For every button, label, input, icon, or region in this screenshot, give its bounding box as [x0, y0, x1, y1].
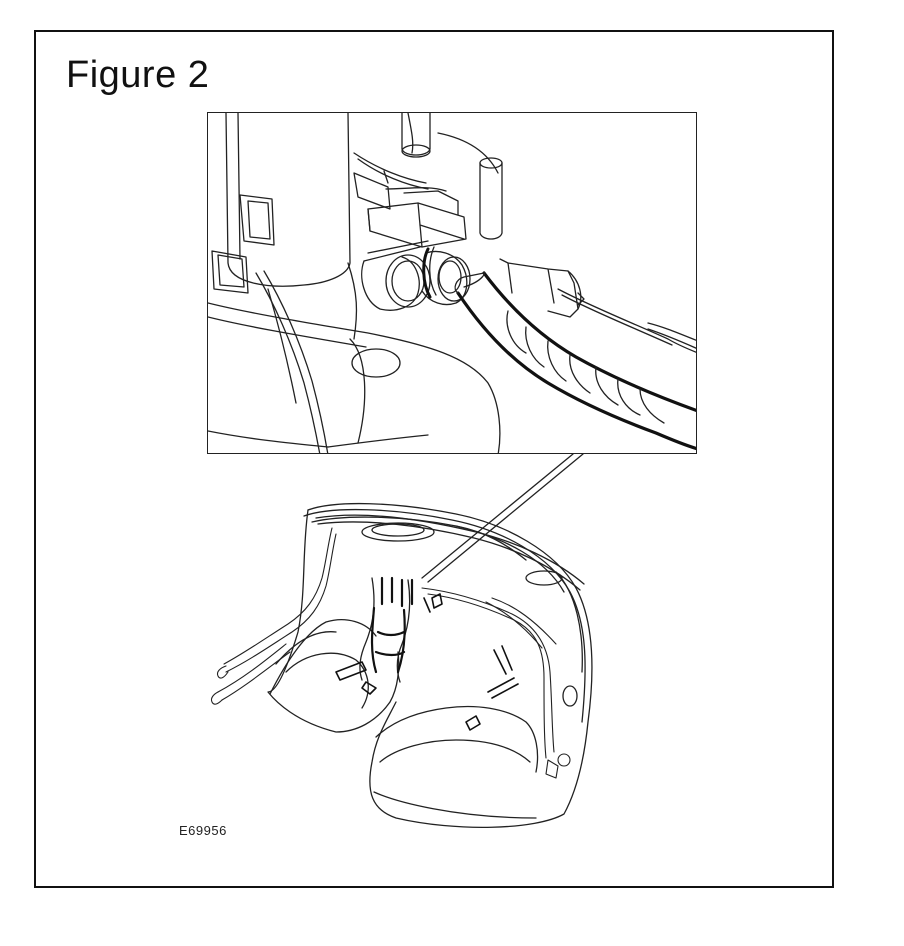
fuel-tank-drawing	[268, 504, 592, 828]
reference-code: E69956	[179, 823, 227, 838]
figure-title: Figure 2	[66, 54, 210, 96]
overview-diagram	[36, 32, 836, 890]
wire-harness	[211, 528, 570, 778]
leader-line	[422, 454, 573, 578]
clips	[336, 594, 518, 730]
figure-frame: Figure 2	[34, 30, 834, 888]
hose-dark	[372, 578, 412, 672]
detail-inset	[207, 112, 697, 454]
leader-line	[428, 454, 583, 582]
pump-connector-detail	[208, 113, 697, 454]
